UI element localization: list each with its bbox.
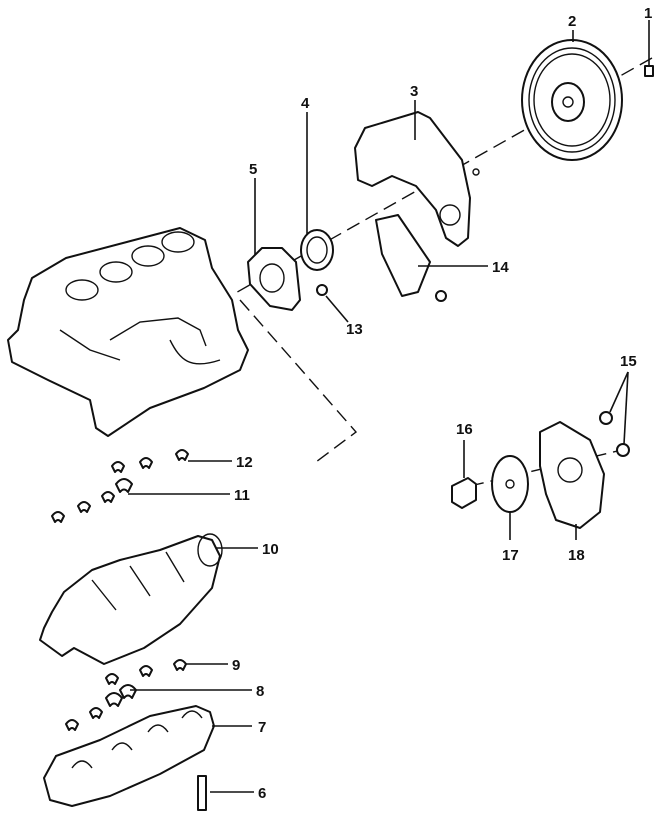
callout-18: 18	[568, 547, 585, 564]
part-flexplate-bolts	[599, 371, 630, 457]
part-crankshaft	[39, 533, 258, 665]
callout-11: 11	[234, 487, 250, 504]
callout-14: 14	[492, 259, 509, 276]
part-flywheel	[521, 30, 623, 161]
part-flexplate	[539, 421, 605, 540]
part-bearing-cap-bridge	[43, 705, 252, 807]
part-rear-plate	[354, 100, 480, 247]
part-cap-bolt	[197, 775, 254, 811]
callout-2: 2	[568, 13, 576, 30]
callout-10: 10	[262, 541, 279, 558]
part-inspection-cover	[375, 214, 488, 302]
callout-13: 13	[346, 321, 363, 338]
callout-3: 3	[410, 83, 418, 100]
part-upper-bearings	[111, 449, 232, 473]
callout-5: 5	[249, 161, 257, 178]
callout-17: 17	[502, 547, 519, 564]
callout-9: 9	[232, 657, 240, 674]
callout-4: 4	[301, 95, 310, 112]
part-lower-thrust-bearings	[65, 684, 252, 731]
callout-12: 12	[236, 454, 253, 471]
part-lower-bearings	[105, 659, 228, 685]
part-seal-retainer	[247, 178, 301, 311]
assembly-guide-line	[239, 299, 358, 463]
part-rear-seal	[300, 112, 334, 271]
callout-6: 6	[258, 785, 266, 802]
part-thrust-bearings	[51, 478, 230, 523]
callout-7: 7	[258, 719, 266, 736]
callout-1: 1	[644, 5, 652, 22]
callout-15: 15	[620, 353, 637, 370]
part-adapter-plate	[491, 455, 529, 540]
part-retainer-bolt	[316, 284, 349, 323]
callout-16: 16	[456, 421, 473, 438]
callout-8: 8	[256, 683, 264, 700]
part-spacer	[451, 440, 477, 509]
part-flywheel-bolt	[644, 20, 654, 77]
part-cylinder-block	[7, 227, 249, 437]
